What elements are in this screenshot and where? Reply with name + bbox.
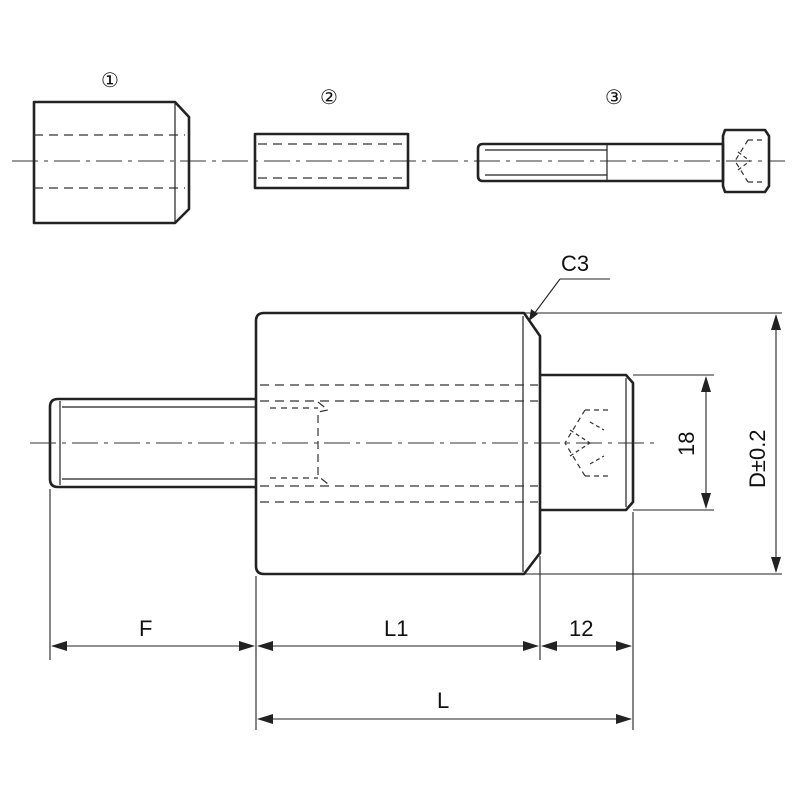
pilot-diameter-label: 18 bbox=[674, 432, 699, 456]
exploded-parts: ① ② ③ bbox=[12, 68, 785, 225]
part-1-label: ① bbox=[101, 68, 119, 92]
body-diameter-label: D±0.2 bbox=[745, 429, 770, 488]
part-2-stud: ② bbox=[253, 85, 410, 190]
l-label: L bbox=[437, 688, 449, 713]
chamfer-label: C3 bbox=[561, 251, 589, 276]
assembly-body bbox=[254, 311, 542, 576]
body-diameter-dim: D±0.2 bbox=[745, 314, 781, 573]
part-2-label: ② bbox=[320, 85, 338, 109]
l-dim: L bbox=[257, 688, 632, 724]
f-dim: F bbox=[51, 616, 255, 651]
assembly-view bbox=[30, 311, 660, 576]
part-3-screw: ③ bbox=[476, 85, 771, 194]
l1-dim: L1 bbox=[257, 616, 539, 651]
l1-label: L1 bbox=[384, 616, 408, 641]
pilot-length-dim: 12 bbox=[541, 616, 632, 651]
pilot-diameter-dim: 18 bbox=[674, 376, 711, 509]
chamfer-callout: C3 bbox=[529, 251, 610, 321]
f-label: F bbox=[139, 616, 152, 641]
part-3-label: ③ bbox=[605, 85, 623, 109]
dimensions: C3 18 D±0.2 bbox=[49, 251, 782, 730]
part-1-body: ① bbox=[32, 68, 191, 225]
pilot-length-label: 12 bbox=[569, 616, 593, 641]
